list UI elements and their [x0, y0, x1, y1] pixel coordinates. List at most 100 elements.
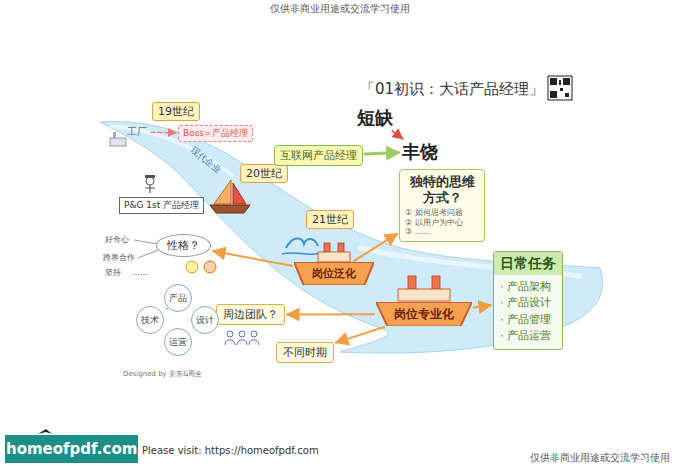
- river: [100, 121, 603, 353]
- funnel: [408, 276, 416, 289]
- person: [239, 331, 245, 337]
- figure-head: [146, 177, 154, 185]
- node-title: 设计: [196, 315, 214, 326]
- watermark: 仅供非商业用途或交流学习使用: [530, 452, 670, 464]
- funnel: [338, 243, 344, 252]
- node-title: 互联网产品经理: [280, 149, 357, 162]
- era-box: 21世纪: [306, 210, 354, 229]
- node-item: ③ ……: [405, 227, 479, 237]
- sail: [214, 180, 231, 204]
- person: [251, 331, 257, 337]
- node-title: 21世纪: [312, 213, 348, 226]
- node-title: P&G 1st 产品经理: [124, 200, 199, 211]
- trait-label: 跨界合作: [103, 253, 135, 263]
- role-circle: 运营: [164, 328, 192, 356]
- faces: [186, 261, 216, 273]
- node-title: 岗位泛化: [312, 267, 356, 280]
- ship-upper: [398, 276, 450, 301]
- node-title: 周边团队？: [223, 308, 278, 321]
- qr-cell: [550, 91, 557, 98]
- trait-label: ……: [132, 268, 148, 278]
- node-item: ① 如何思考问题: [405, 208, 479, 218]
- figure-hat: [145, 175, 155, 178]
- sailboat: [210, 180, 250, 213]
- funnel: [432, 276, 440, 289]
- hull-outline: [376, 302, 472, 326]
- person: [227, 331, 233, 337]
- qr-code: [548, 76, 572, 100]
- cabin: [398, 289, 450, 301]
- node-item: · 产品管理: [500, 312, 556, 329]
- people-icons: [225, 331, 259, 345]
- node-title: Boss=产品经理: [183, 128, 248, 139]
- node-title: 产品: [169, 293, 187, 304]
- qr-cell: [565, 93, 569, 97]
- node-item: ② 以用户为中心: [405, 218, 479, 228]
- connector-arrow: [336, 327, 384, 343]
- node-title: 日常任务: [494, 252, 562, 275]
- keyword-text: 丰饶: [400, 140, 440, 164]
- wave: [286, 238, 318, 248]
- qr-cell: [559, 80, 561, 85]
- node-title: 岗位专业化: [394, 307, 454, 321]
- role-circle: 设计: [191, 306, 219, 334]
- leader-line: [134, 240, 158, 244]
- trait-label: 好奇心: [105, 235, 129, 245]
- logo: [5, 429, 138, 463]
- sail: [233, 183, 246, 204]
- note-box: P&G 1st 产品经理: [119, 197, 204, 214]
- hull-outline: [294, 262, 374, 285]
- role-circle: 产品: [164, 284, 192, 312]
- factory-chimney: [113, 132, 116, 138]
- figure-body: [145, 185, 155, 193]
- cabin: [318, 252, 350, 262]
- ship-upper: [318, 243, 350, 262]
- question-oval: 性格？: [156, 234, 211, 257]
- credit-label: Designed by 姜东&周全: [123, 370, 202, 378]
- logo-text: homeofpdf.com: [6, 440, 137, 458]
- place-text: 工厂: [125, 125, 149, 139]
- concept-box: 互联网产品经理: [274, 145, 363, 166]
- connector-arrow: [151, 132, 176, 134]
- task-box: 日常任务· 产品架构· 产品设计· 产品管理· 产品运营: [493, 251, 563, 350]
- url-label: Please visit: https://homeofpdf.com: [142, 445, 319, 457]
- connector-arrow: [213, 251, 292, 266]
- trait-lines: [134, 240, 158, 258]
- leader-line: [138, 250, 158, 258]
- node-item: · 产品设计: [500, 295, 556, 312]
- note-box: Boss=产品经理: [178, 125, 253, 142]
- era-box: 19世纪: [152, 102, 200, 121]
- node-title: 丰饶: [402, 141, 438, 163]
- connector-arrow: [365, 153, 398, 154]
- boat-hull: [210, 205, 250, 213]
- person: [237, 340, 247, 345]
- question-box: 独特的思维方式？ ① 如何思考问题② 以用户为中心③ ……: [399, 169, 485, 242]
- logo-box: [5, 435, 138, 463]
- person: [225, 340, 235, 345]
- role-circle: 技术: [136, 306, 164, 334]
- ship-hull: 岗位专业化: [376, 302, 472, 326]
- qr-cell: [560, 88, 563, 91]
- funnel: [324, 243, 330, 252]
- trait-label: 坚持: [105, 268, 121, 278]
- face: [186, 261, 198, 273]
- title: 「01初识：大话产品经理」: [360, 80, 544, 98]
- face: [204, 261, 216, 273]
- ship-hull: 岗位泛化: [294, 262, 374, 285]
- qr-cell: [550, 78, 557, 85]
- era-box: 20世纪: [240, 164, 288, 183]
- node-title: 独特的思维方式？: [405, 174, 479, 205]
- river-highlight: [360, 248, 580, 276]
- node-title: 技术: [141, 315, 159, 326]
- node-title: 20世纪: [246, 167, 282, 180]
- note-box: 不同时期: [276, 342, 334, 363]
- qr-frame: [548, 76, 572, 100]
- qr-cell: [563, 78, 570, 85]
- node-title: 短缺: [357, 107, 393, 129]
- logo-bird: [38, 429, 52, 434]
- connector-arrow: [287, 313, 374, 315]
- node-title: 19世纪: [158, 105, 194, 118]
- connector-arrow: [392, 131, 403, 139]
